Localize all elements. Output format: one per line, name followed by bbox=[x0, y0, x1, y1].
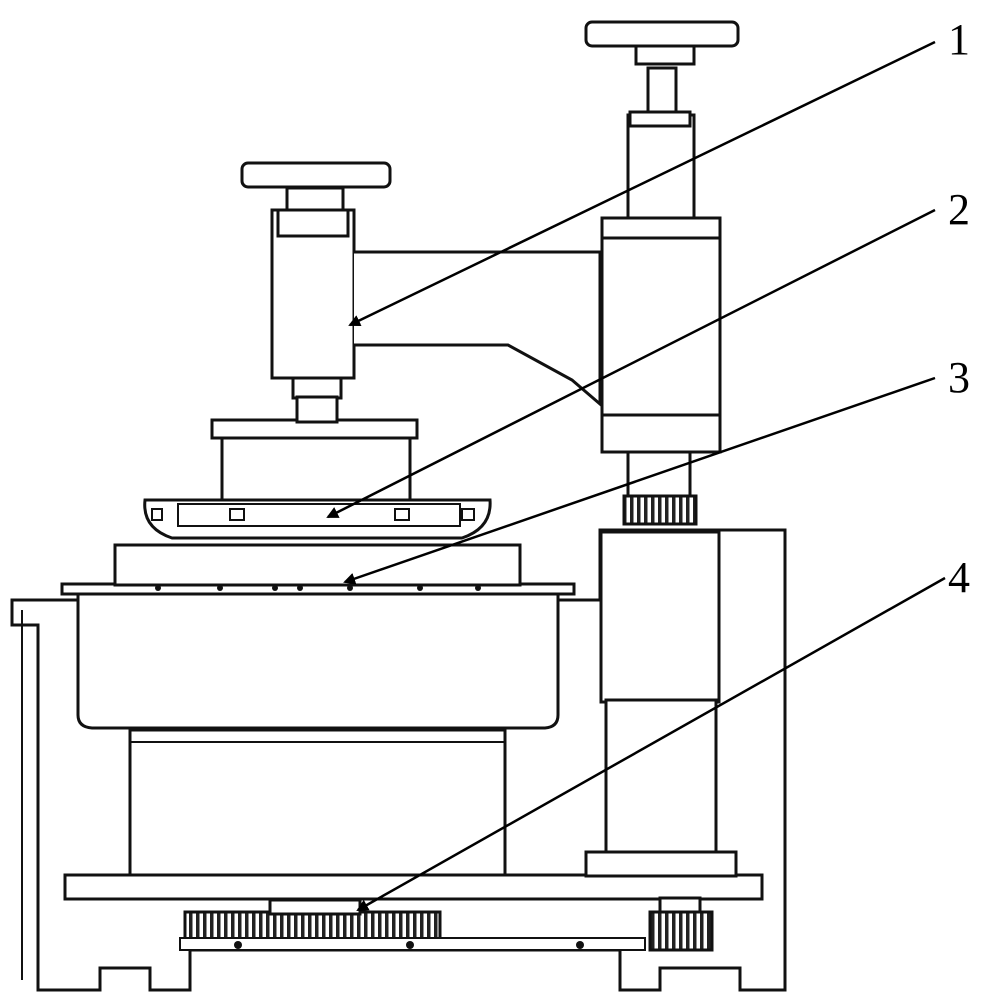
small-gear bbox=[648, 910, 714, 952]
rotating-disk bbox=[113, 543, 522, 587]
lower-block bbox=[128, 728, 507, 877]
cantilever-arm bbox=[354, 250, 602, 408]
bottom-gear bbox=[183, 910, 442, 942]
callout-label-4: 4 bbox=[948, 553, 970, 602]
column-upper bbox=[626, 113, 696, 222]
leader-line-4 bbox=[356, 576, 946, 912]
callout-label-2: 2 bbox=[948, 185, 970, 234]
turntable-housing bbox=[76, 588, 560, 730]
column-handwheel bbox=[584, 20, 740, 48]
leader-line-1 bbox=[348, 40, 936, 327]
column-gear bbox=[622, 494, 698, 526]
leader-line-2 bbox=[326, 208, 936, 519]
callout-label-3: 3 bbox=[948, 353, 970, 402]
workpiece-block bbox=[220, 433, 412, 502]
vertical-carriage bbox=[600, 216, 722, 454]
disk-bolts bbox=[155, 585, 481, 591]
lower-column-housing bbox=[599, 530, 721, 704]
callout-label-1: 1 bbox=[948, 15, 970, 64]
leader-line-3 bbox=[343, 376, 936, 585]
spindle-handwheel bbox=[240, 161, 392, 189]
